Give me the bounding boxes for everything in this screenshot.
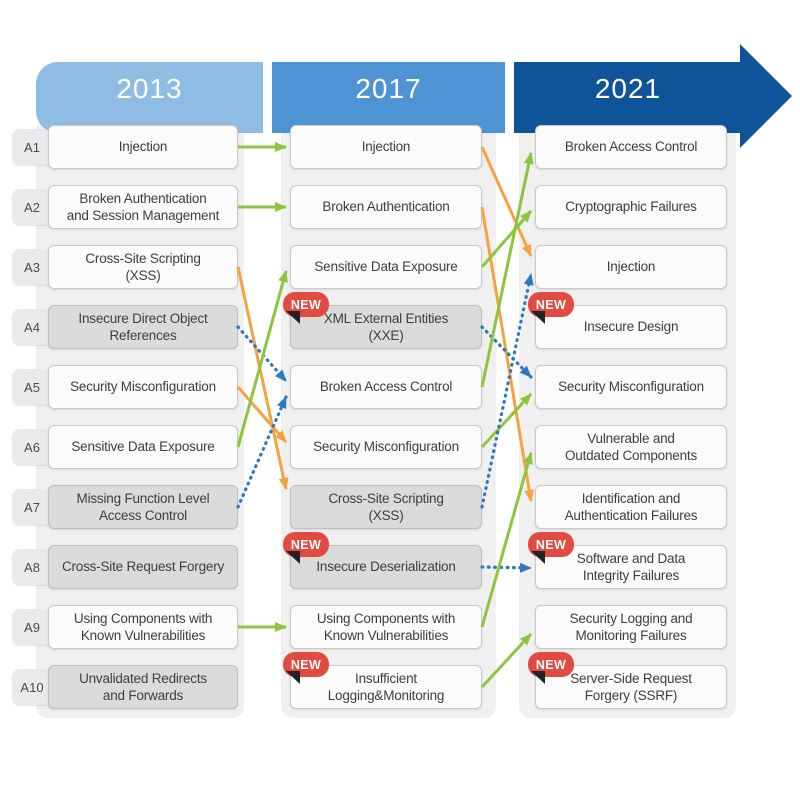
rank-chip-a4: A4 [12,309,52,345]
new-badge: NEW [528,532,574,564]
topic-label: Missing Function Level Access Control [76,490,210,523]
topic-label: Injection [606,259,656,275]
topic-label: Using Components with Known Vulnerabilit… [73,610,213,643]
topic-label: Broken Access Control [564,139,698,155]
topic-box: Broken Access Control [535,125,727,169]
year-banner-2013: 2013 [36,62,263,133]
topic-label: Server-Side Request Forgery (SSRF) [570,670,692,703]
rank-chip-a3: A3 [12,249,52,285]
topic-label: Sensitive Data Exposure [71,439,215,455]
topic-box: Software and Data Integrity Failures [535,545,727,589]
topic-label: Identification and Authentication Failur… [564,490,698,523]
topic-label: Security Misconfiguration [558,379,704,395]
topic-box: Cross-Site Scripting (XSS) [290,485,482,529]
topic-label: Cross-Site Request Forgery [61,559,225,575]
topic-label: Unvalidated Redirects and Forwards [79,670,207,703]
rank-chip-a6: A6 [12,429,52,465]
new-badge: NEW [283,652,329,684]
topic-box: Injection [535,245,727,289]
year-label-2021: 2021 [594,73,662,104]
topic-label: Insufficient Logging&Monitoring [327,670,445,703]
topic-label: Software and Data Integrity Failures [576,550,686,583]
topic-box: Broken Access Control [290,365,482,409]
topic-label: Cross-Site Scripting (XSS) [328,490,444,523]
topic-label: Security Logging and Monitoring Failures [569,610,693,643]
topic-box: Using Components with Known Vulnerabilit… [48,605,238,649]
topic-box: Broken Authentication [290,185,482,229]
topic-label: Broken Authentication [322,199,450,215]
topic-box: Security Logging and Monitoring Failures [535,605,727,649]
topic-box: Cryptographic Failures [535,185,727,229]
topic-box: Cross-Site Request Forgery [48,545,238,589]
topic-box: Security Misconfiguration [48,365,238,409]
topic-box: Missing Function Level Access Control [48,485,238,529]
new-badge-label: NEW [290,657,322,672]
new-badge: NEW [528,652,574,684]
topic-box: Vulnerable and Outdated Components [535,425,727,469]
topic-label: XML External Entities (XXE) [323,310,449,343]
topic-box: Security Misconfiguration [290,425,482,469]
topic-label: Using Components with Known Vulnerabilit… [316,610,456,643]
new-badge: NEW [283,292,329,324]
topic-label: Sensitive Data Exposure [314,259,458,275]
topic-label: Vulnerable and Outdated Components [564,430,698,463]
rank-chip-a7: A7 [12,489,52,525]
topic-box: Injection [290,125,482,169]
rank-chip-a10: A10 [12,669,52,705]
topic-label: Security Misconfiguration [70,379,216,395]
rank-chip-a2: A2 [12,189,52,225]
topic-label: Broken Authentication and Session Manage… [66,190,220,223]
topic-box: Unvalidated Redirects and Forwards [48,665,238,709]
topic-box: Insecure Direct Object References [48,305,238,349]
topic-box: Using Components with Known Vulnerabilit… [290,605,482,649]
year-banner-2017: 2017 [272,62,505,133]
topic-label: Injection [118,139,168,155]
rank-chip-a9: A9 [12,609,52,645]
topic-label: Security Misconfiguration [313,439,459,455]
topic-box: Injection [48,125,238,169]
topic-label: Insecure Direct Object References [78,310,208,343]
new-badge-label: NEW [535,537,567,552]
topic-box: Sensitive Data Exposure [48,425,238,469]
new-badge-label: NEW [290,297,322,312]
topic-label: Insecure Deserialization [316,559,456,575]
rank-chip-a1: A1 [12,129,52,165]
new-badge-label: NEW [535,297,567,312]
new-badge: NEW [283,532,329,564]
topic-box: Cross-Site Scripting (XSS) [48,245,238,289]
year-banner-2021: 2021 [514,62,742,133]
new-badge-label: NEW [290,537,322,552]
topic-box: Sensitive Data Exposure [290,245,482,289]
year-label-2013: 2013 [116,73,183,104]
rank-chip-a5: A5 [12,369,52,405]
topic-label: Broken Access Control [319,379,453,395]
year-label-2017: 2017 [355,73,422,104]
topic-label: Injection [361,139,411,155]
topic-box: Identification and Authentication Failur… [535,485,727,529]
topic-label: Cryptographic Failures [565,199,697,215]
rank-chip-a8: A8 [12,549,52,585]
topic-label: Insecure Design [583,319,679,335]
topic-box: Broken Authentication and Session Manage… [48,185,238,229]
new-badge: NEW [528,292,574,324]
topic-label: Cross-Site Scripting (XSS) [85,250,201,283]
new-badge-label: NEW [535,657,567,672]
topic-box: Security Misconfiguration [535,365,727,409]
